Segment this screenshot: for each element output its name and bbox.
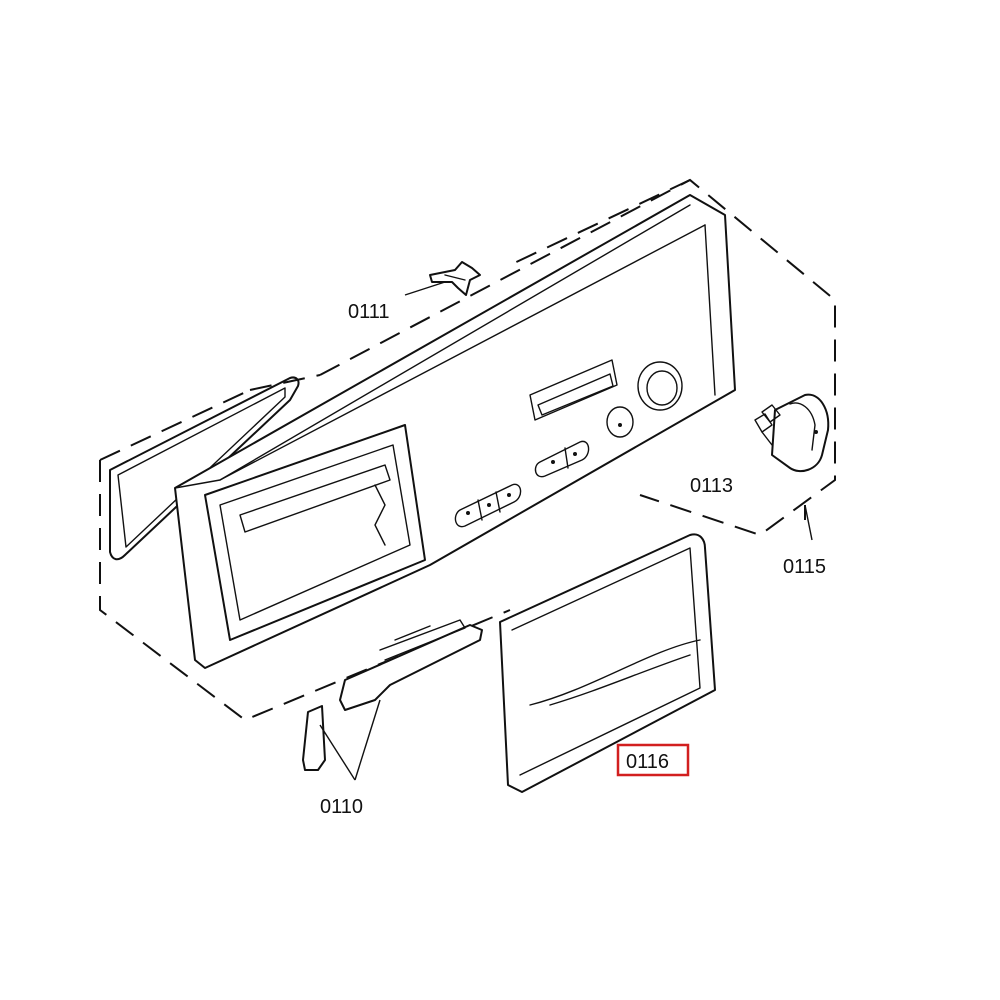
door-seal-gasket — [109, 376, 300, 561]
part-label-0113: 0113 — [690, 475, 733, 497]
control-panel-fascia — [174, 194, 736, 669]
clip-part-0111 — [404, 261, 481, 296]
dispenser-drawer-front-0116 — [499, 533, 716, 793]
knob-part-0113 — [754, 393, 830, 473]
part-label-0110: 0110 — [320, 796, 363, 818]
lever-mechanism-0110 — [302, 619, 483, 781]
assembly-outline — [99, 178, 836, 722]
callout-line-0115 — [804, 504, 813, 541]
part-label-0111: 0111 — [348, 301, 390, 323]
highlight-box — [616, 743, 690, 777]
part-label-0115: 0115 — [783, 556, 826, 578]
part-label-0116: 0116 — [626, 751, 669, 773]
